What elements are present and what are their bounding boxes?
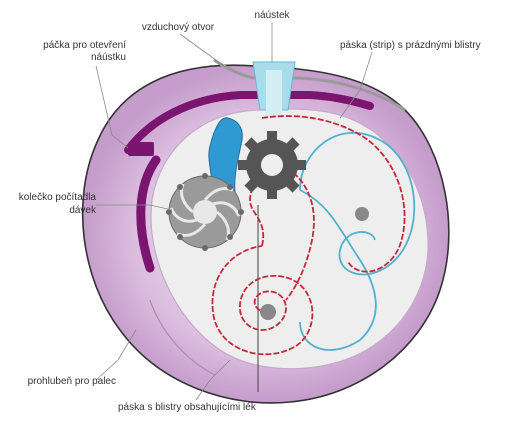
label-mouthpiece: náústek (240, 10, 304, 22)
full-strip-reel (260, 304, 276, 320)
label-counter-line2: dávek (4, 205, 96, 217)
label-lever: páčka pro otevření náústku (10, 40, 126, 64)
mouthpiece-channel (266, 70, 282, 118)
lever-handle (128, 142, 154, 156)
label-strip-empty: páska (strip) s prázdnými blistry (340, 40, 510, 52)
label-air-vent: vzduchový otvor (126, 22, 230, 34)
leader-air-vent (180, 34, 224, 66)
label-strip-full: páska s blistry obsahujícími lék (118, 402, 318, 414)
empty-strip-reel (355, 207, 369, 221)
indexing-gear (238, 131, 306, 199)
label-counter-line1: kolečko počítadla (4, 192, 96, 204)
label-thumb-grip: prohlubeň pro palec (4, 376, 116, 388)
